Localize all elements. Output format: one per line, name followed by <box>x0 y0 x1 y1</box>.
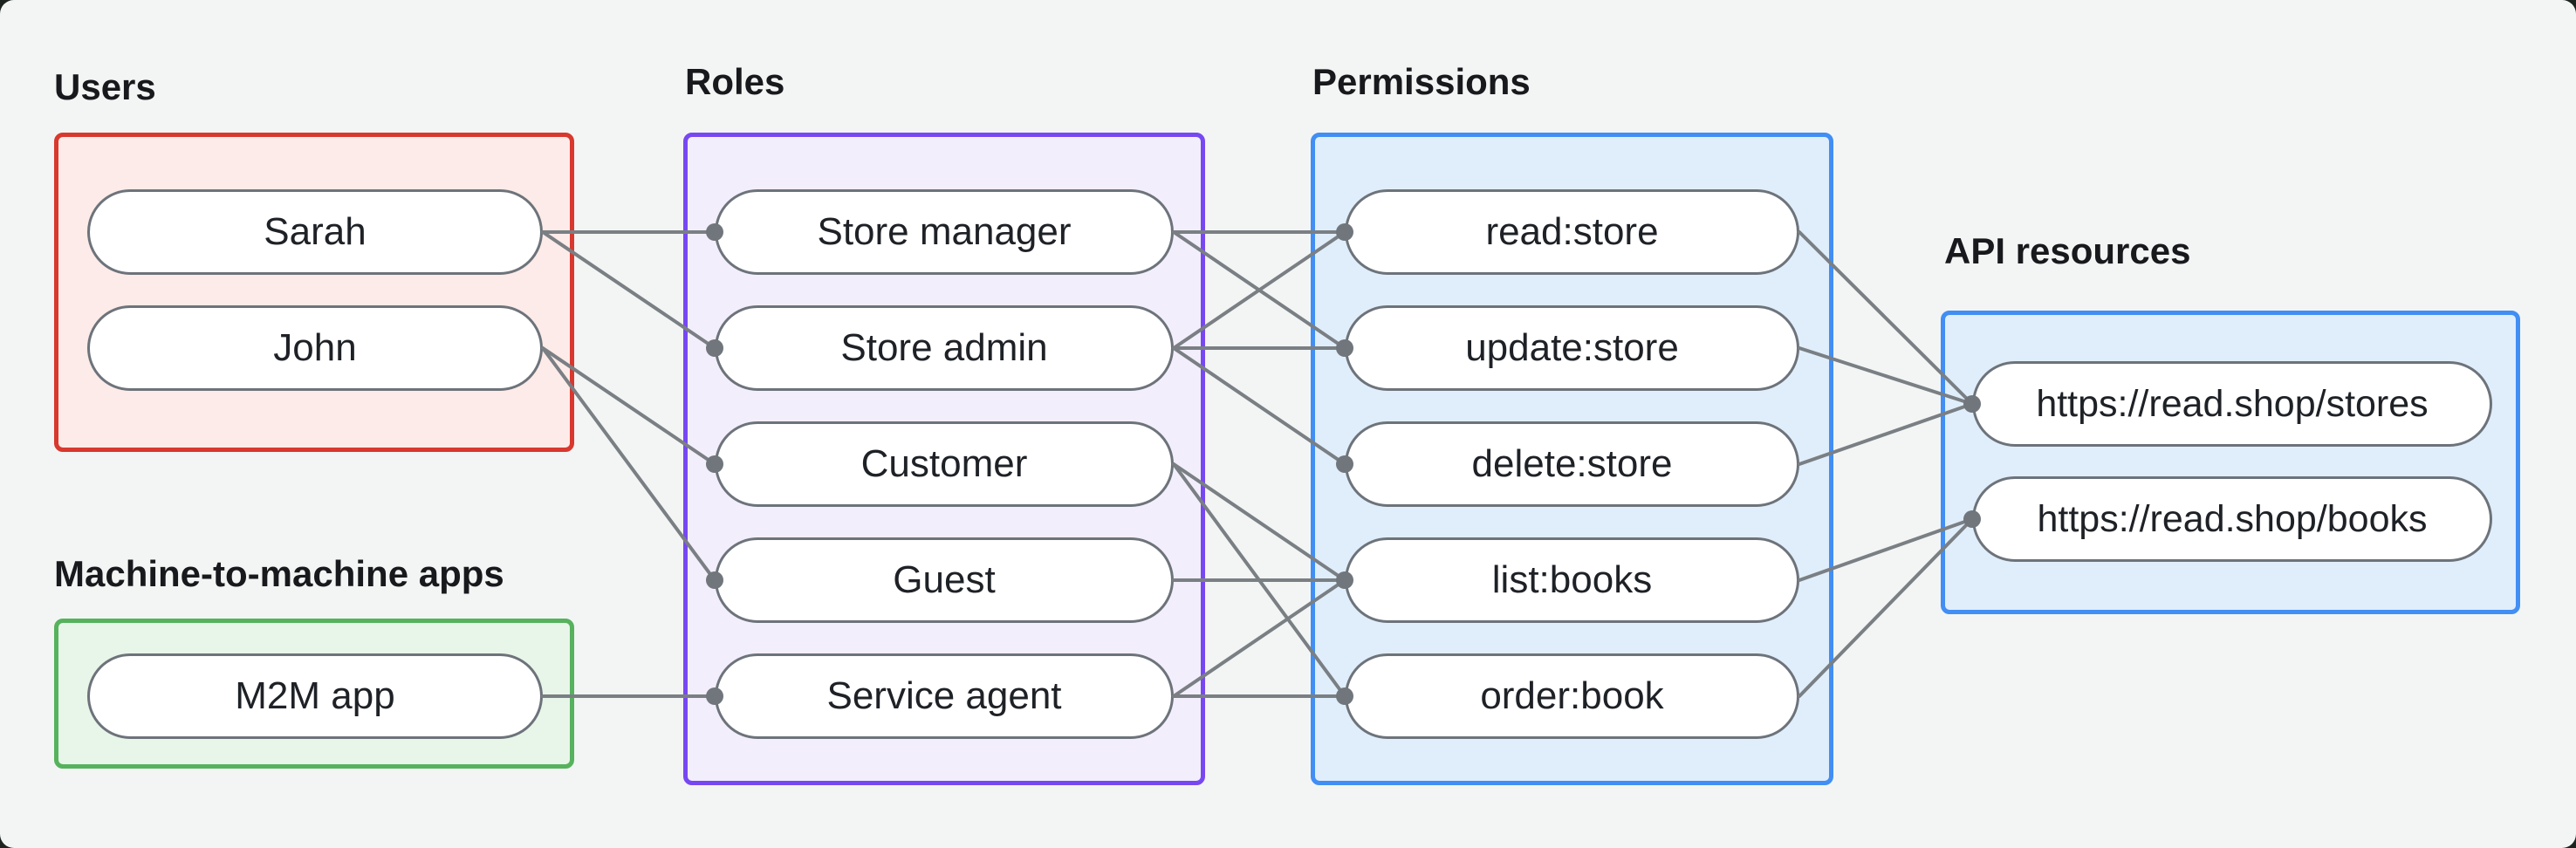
node-sarah: Sarah <box>87 189 543 275</box>
node-service-agent: Service agent <box>715 653 1174 739</box>
node-store-admin: Store admin <box>715 305 1174 391</box>
users-group-label: Users <box>54 66 156 107</box>
permissions-group-label: Permissions <box>1312 61 1531 102</box>
node-books: https://read.shop/books <box>1972 476 2492 562</box>
node-john: John <box>87 305 543 391</box>
node-customer: Customer <box>715 421 1174 507</box>
node-read-store: read:store <box>1345 189 1799 275</box>
m2m-group-label: Machine-to-machine apps <box>54 553 504 594</box>
users-group-box <box>54 133 574 452</box>
node-delete-store: delete:store <box>1345 421 1799 507</box>
node-update-store: update:store <box>1345 305 1799 391</box>
node-order-book: order:book <box>1345 653 1799 739</box>
api-resources-group-box <box>1941 311 2520 614</box>
node-list-books: list:books <box>1345 537 1799 623</box>
node-guest: Guest <box>715 537 1174 623</box>
node-stores: https://read.shop/stores <box>1972 361 2492 447</box>
api-resources-group-label: API resources <box>1944 230 2191 271</box>
node-m2m-app: M2M app <box>87 653 543 739</box>
node-store-manager: Store manager <box>715 189 1174 275</box>
roles-group-label: Roles <box>685 61 785 102</box>
